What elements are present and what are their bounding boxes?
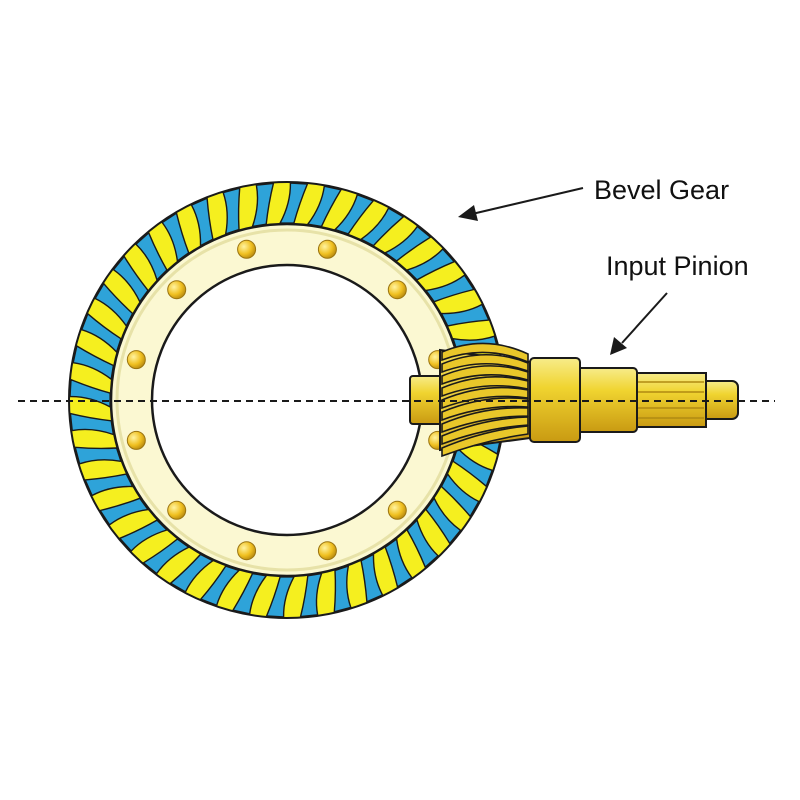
gear-tooth <box>112 255 149 304</box>
input-pinion-arrowhead <box>610 337 627 355</box>
gear-tooth <box>118 519 169 553</box>
pinion-tooth <box>441 407 529 434</box>
input-pinion <box>409 342 739 458</box>
gear-tooth <box>424 274 475 303</box>
bevel-gear-label: Bevel Gear <box>594 175 729 205</box>
pinion-tooth <box>441 376 529 398</box>
gear-tooth <box>251 182 275 228</box>
gear-tooth <box>231 572 268 615</box>
gear-tooth <box>440 472 480 518</box>
gear-bolt <box>317 239 337 259</box>
pinion-tooth <box>441 342 529 364</box>
input-pinion-label: Input Pinion <box>606 251 749 281</box>
gear-tooth <box>222 187 241 235</box>
gear-tooth <box>74 446 122 465</box>
gear-tooth <box>360 553 384 603</box>
input-pinion-callout: Input Pinion <box>606 251 749 355</box>
gear-tooth <box>299 572 323 618</box>
gear-tooth <box>333 193 375 235</box>
gear-tooth <box>69 412 115 436</box>
gear-bolt <box>167 500 187 520</box>
gear-tooth <box>452 446 494 488</box>
gear-tooth <box>406 518 440 569</box>
gear-tooth <box>161 212 190 263</box>
shaft-splines <box>636 381 704 419</box>
pinion-tooth <box>441 365 529 386</box>
bevel-gear-arrow-line <box>471 187 584 215</box>
gear-bolt <box>126 350 146 370</box>
gear-tooth <box>199 565 241 607</box>
pinion-tooth <box>441 397 529 422</box>
gear-tooth <box>333 565 352 613</box>
gear-tooth <box>278 182 309 224</box>
gear-tooth <box>142 538 191 575</box>
gear-tooth <box>405 247 456 281</box>
gear-bolt <box>387 500 407 520</box>
gear-tooth <box>265 576 296 618</box>
gear-tooth <box>169 553 215 593</box>
gear-tooth <box>190 197 214 247</box>
gear-bolt <box>387 280 407 300</box>
gear-bolt <box>237 239 257 259</box>
pinion-tooth <box>441 353 529 374</box>
gear-tooth <box>94 282 134 328</box>
gear-tooth <box>384 537 413 588</box>
gear-bolt <box>237 541 257 561</box>
gear-tooth <box>80 312 122 354</box>
gear-tooth <box>134 231 168 282</box>
gear-tooth <box>99 497 150 526</box>
gear-tooth <box>425 496 462 545</box>
gear-tooth <box>359 207 405 247</box>
input-pinion-arrow-line <box>621 292 668 344</box>
pinion-teeth <box>441 342 529 458</box>
pinion-tooth <box>441 425 529 458</box>
gear-bolt <box>126 430 146 450</box>
pinion-tooth <box>441 416 529 446</box>
gear-bolt <box>167 280 187 300</box>
gear-tooth <box>440 303 490 327</box>
gear-tooth <box>72 344 115 381</box>
gear-tooth <box>306 185 343 228</box>
gear-bolt <box>317 541 337 561</box>
gear-tooth <box>84 473 134 497</box>
bevel-gear-arrowhead <box>458 205 478 221</box>
bevel-gear-callout: Bevel Gear <box>458 175 729 221</box>
gear-tooth <box>383 225 432 262</box>
